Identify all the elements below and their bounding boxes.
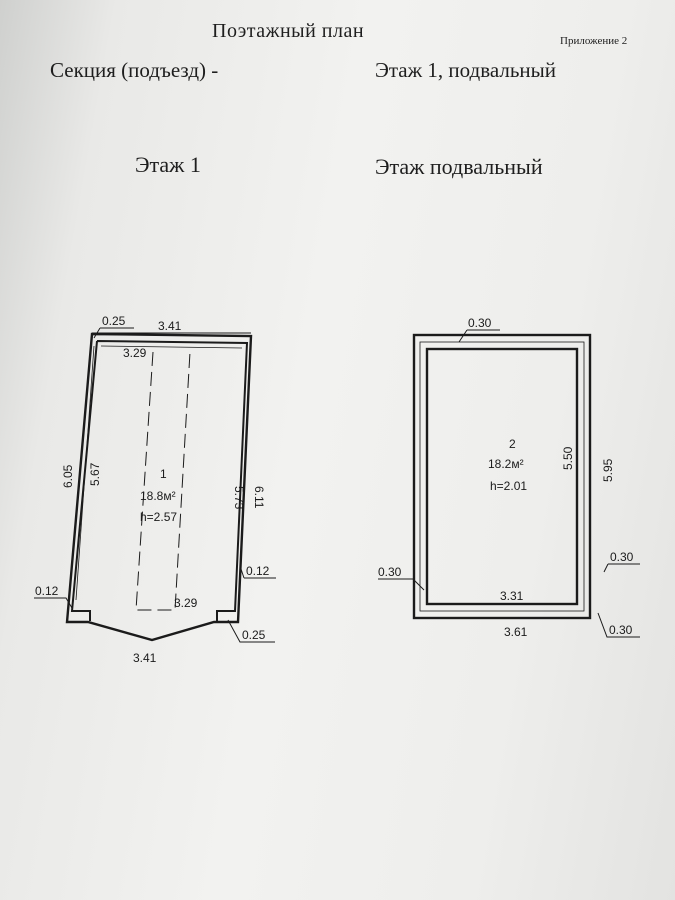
plan-right-inner-wall — [425, 347, 579, 606]
plan-left-dim-inner-top-text: 3.29 — [123, 346, 147, 360]
plan-right-dim-inner-bottom-text: 3.31 — [500, 589, 524, 603]
plan-left-heading: Этаж 1 — [135, 152, 201, 177]
plan-right-room-area: 18.2м² — [488, 457, 524, 471]
plan-right-dim-wall-bottom — [597, 612, 640, 638]
plan-right-outer-wall — [412, 333, 592, 620]
plan-left-dim-wall-top-text: 0.25 — [102, 314, 126, 328]
plan-right-dim-wall-left — [378, 578, 425, 591]
plan-left-wall-line — [75, 345, 243, 601]
plan-left-dim-left — [34, 597, 73, 609]
floors-label: Этаж 1, подвальный — [375, 58, 556, 82]
plan-left-dim-outer-bottom-text: 3.41 — [133, 651, 157, 665]
plan-right-dim-inner-right-text: 5.50 — [561, 446, 575, 470]
document-title: Поэтажный план — [212, 20, 365, 42]
plan-left-dim-wall-bottom-text: 0.25 — [242, 628, 266, 642]
plan-right-wall-line — [419, 341, 585, 612]
plan-right-dim-wall-left-text: 0.30 — [378, 565, 402, 579]
plan-left-dim-inner-right-text: 5.73 — [232, 486, 246, 510]
plan-left — [34, 327, 276, 643]
plan-right-dim-wall-top — [458, 329, 500, 343]
plan-right-room-height: h=2.01 — [490, 479, 527, 493]
plan-left-room-area: 18.8м² — [140, 489, 176, 503]
appendix-label: Приложение 2 — [560, 35, 628, 47]
plan-left-dim-right — [239, 565, 276, 579]
plan-right — [378, 329, 640, 638]
plan-right-heading: Этаж подвальный — [375, 154, 543, 179]
plan-left-dashed-outline — [135, 351, 191, 611]
plan-left-dim-wall-left-text: 0.12 — [35, 584, 59, 598]
plan-right-dim-outer-bottom-text: 3.61 — [504, 625, 528, 639]
plan-left-outer-wall — [65, 332, 253, 642]
plan-right-room-number: 2 — [509, 437, 516, 451]
plan-left-dim-bottom — [227, 619, 275, 643]
plan-left-dim-wall-right-text: 0.12 — [246, 564, 270, 578]
plan-left-dim-outer-right-text: 6.11 — [252, 486, 266, 509]
plan-left-room-number: 1 — [160, 467, 167, 481]
section-label: Секция (подъезд) - — [50, 58, 219, 82]
plan-left-dim-top-text: 3.41 — [158, 319, 182, 333]
plan-right-dim-wall-right — [603, 563, 640, 573]
plan-left-dim-inner-bottom-text: 3.29 — [174, 596, 198, 610]
plan-right-dim-outer-right-text: 5.95 — [601, 458, 615, 482]
plan-right-dim-wall-right-text: 0.30 — [610, 550, 634, 564]
plan-left-dim-outer-left-text: 6.05 — [61, 464, 75, 488]
plan-right-dim-wall-bottom-text: 0.30 — [609, 623, 633, 637]
plan-right-dim-wall-top-text: 0.30 — [468, 316, 492, 330]
plan-left-dim-inner-left-text: 5.67 — [88, 462, 102, 486]
plan-left-room-height: h=2.57 — [140, 510, 177, 524]
